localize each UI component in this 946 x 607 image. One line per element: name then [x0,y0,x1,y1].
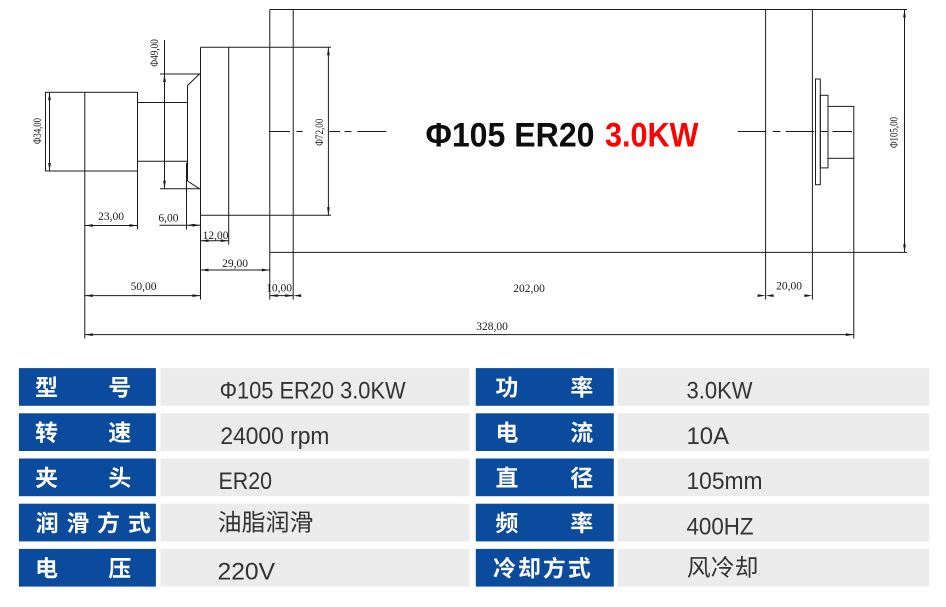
svg-text:105mm: 105mm [687,468,763,495]
svg-text:Φ105,00: Φ105,00 [889,117,901,148]
svg-text:12,00: 12,00 [203,230,229,242]
svg-text:50,00: 50,00 [131,281,157,293]
svg-text:3.0KW: 3.0KW [687,378,753,405]
svg-text:Φ49,00: Φ49,00 [149,39,161,67]
svg-text:328,00: 328,00 [476,321,508,333]
svg-text:20,00: 20,00 [776,281,802,293]
svg-text:6,00: 6,00 [158,213,178,225]
svg-text:220V: 220V [218,559,276,586]
svg-text:23,00: 23,00 [98,211,124,223]
svg-text:Φ72,00: Φ72,00 [314,119,326,146]
svg-text:29,00: 29,00 [222,258,248,270]
svg-text:3.0KW: 3.0KW [605,117,699,155]
svg-text:Φ105 ER20: Φ105 ER20 [426,117,595,155]
svg-text:400HZ: 400HZ [687,513,754,540]
svg-text:Φ105 ER20 3.0KW: Φ105 ER20 3.0KW [220,378,406,405]
svg-text:10,00: 10,00 [266,283,292,295]
svg-text:10A: 10A [687,423,730,450]
svg-text:Φ34,00: Φ34,00 [32,118,44,144]
svg-text:24000 rpm: 24000 rpm [220,423,329,450]
svg-text:202,00: 202,00 [513,283,545,295]
svg-text:ER20: ER20 [219,468,273,495]
